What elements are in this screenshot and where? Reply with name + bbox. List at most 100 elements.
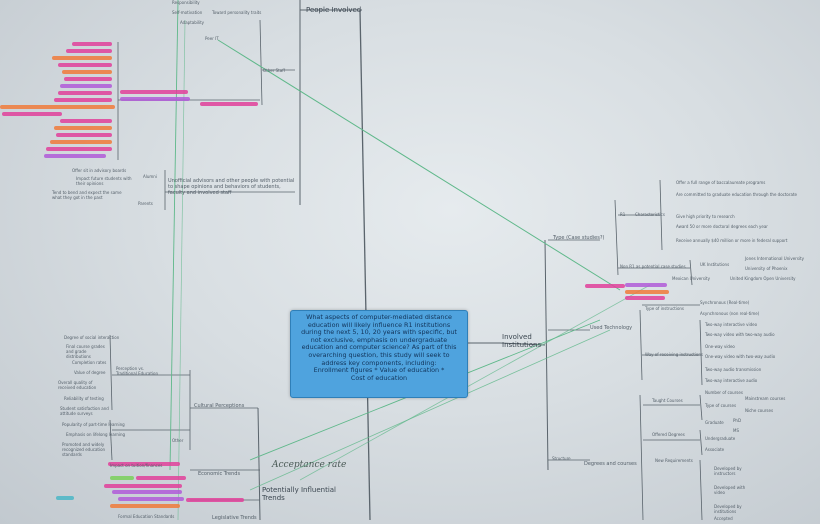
central-question-line: Cost of education [350, 373, 408, 382]
note-req-item: Developed by institutions [714, 504, 742, 514]
note-self-motivation: Self-motivation [172, 10, 203, 15]
highlight [58, 63, 112, 67]
branch-type-case-studies: Type (Case studies?) [553, 235, 605, 241]
note-personality: Toward personality traits [212, 10, 262, 15]
note-mainstream: Mainstream courses [745, 396, 786, 401]
note-tech-item: Two-way interactive video [705, 322, 758, 327]
note-number-of-courses: Number of courses [705, 390, 743, 395]
note-student-satisfaction: Student satisfaction and attitude survey… [60, 406, 109, 416]
note-parents: Parents [138, 201, 153, 206]
note-req-item: Accepted [714, 516, 733, 521]
note-final-grades: Final course grades and grade distributi… [66, 344, 105, 359]
highlight [50, 140, 112, 144]
central-question-line: during the next 5, 10, 20 years with spe… [301, 328, 457, 337]
highlight [0, 105, 115, 109]
highlight [120, 90, 188, 94]
central-question-line: address key components, including: [321, 358, 437, 367]
note-uk-item: University of Phoenix [745, 266, 788, 271]
highlight [72, 42, 112, 46]
note-responsibility: Responsibility [172, 0, 200, 5]
branch-cultural-perceptions: Cultural Perceptions [194, 403, 245, 409]
branch-used-technology: Used Technology [590, 325, 633, 331]
highlight [136, 476, 186, 480]
note-new-requirements: New Requirements [655, 458, 693, 463]
note-characteristics: Characteristics [635, 212, 665, 217]
note-associate: Associate [705, 447, 725, 452]
highlight [64, 77, 112, 81]
highlight [46, 147, 112, 151]
branch-potentially-influential-trends: Potentially Influential Trends [262, 486, 336, 502]
note-phd: PhD [733, 418, 742, 423]
highlight [62, 70, 112, 74]
central-question-line: education will likely influence R1 insti… [307, 320, 451, 329]
branch-structure: Structure [552, 456, 571, 461]
note-char-item: Give high priority to research [676, 214, 735, 219]
note-type-of-courses: Type of courses [705, 403, 737, 408]
note-alumni: Alumni [143, 174, 157, 179]
note-taught-courses: Taught Courses [652, 398, 683, 403]
note-char-item: Award 50 or more doctoral degrees each y… [676, 224, 768, 229]
note-tech-item: One-way video with two-way audio [705, 354, 776, 359]
highlight [186, 498, 244, 502]
central-question-line: Enrollment figures * Value of education … [313, 366, 445, 375]
note-reliability: Reliability of testing [64, 396, 104, 401]
note-niche: Niche courses [745, 408, 774, 413]
note-char-item: Receive annually $40 million or more in … [676, 238, 788, 243]
note-asynchronous: Asynchronous (non real-time) [700, 311, 760, 316]
highlight [110, 504, 180, 508]
highlight [120, 97, 190, 101]
branch-legislative-trends: Legislative Trends [212, 515, 257, 521]
highlight [200, 102, 258, 106]
highlight [58, 91, 112, 95]
note-peer-it: Peer IT [205, 36, 219, 41]
branch-people-involved: People Involved [306, 6, 362, 14]
highlight [108, 462, 180, 466]
note-formal-education: Formal Education Standards [118, 514, 175, 519]
note-tech-item: Two-way video with two-way audio [705, 332, 775, 337]
note-uk-item: Jones International University [745, 256, 804, 261]
note-r1: R1 [620, 212, 626, 217]
central-question-line: What aspects of computer-mediated distan… [306, 313, 452, 321]
note-tend-to-bend: Tend to bend and expect the same what th… [52, 190, 122, 200]
note-req-item: Developed with video [714, 485, 746, 495]
note-ms: MS [733, 428, 739, 433]
note-synchronous: Synchronous (Real-time) [700, 300, 750, 305]
note-types-of-instruction: Type of instructions [645, 306, 685, 311]
central-question-line: overarching question, this study will se… [308, 350, 450, 359]
central-question-box: What aspects of computer-mediated distan… [290, 310, 468, 398]
highlight [52, 56, 112, 60]
note-undergraduate: Undergraduate [705, 436, 736, 441]
note-char-item: Are committed to graduate education thro… [676, 192, 798, 197]
note-other: Other [172, 438, 184, 443]
note-overall-quality: Overall quality of received education [58, 380, 97, 390]
highlight [60, 84, 112, 88]
highlight [60, 119, 112, 123]
central-question-line: education and computer science? As part … [301, 343, 457, 352]
branch-economic-trends: Economic Trends [198, 471, 241, 477]
note-mexican-university: Mexican University [672, 276, 710, 281]
note-graduate: Graduate [705, 420, 724, 425]
note-degree-social: Degree of social interaction [64, 335, 120, 340]
highlight [54, 126, 112, 130]
note-completion-rates: Completion rates [72, 360, 107, 365]
note-emphasis: Emphasis on lifelong learning [66, 432, 126, 437]
highlight [104, 484, 182, 488]
note-unofficial-advisors: Unofficial advisors and other people wit… [168, 178, 295, 196]
note-popularity: Popularity of part-time learning [62, 422, 125, 427]
branch-other-staff: Other Staff [263, 68, 285, 73]
note-promoted: Promoted and widely recognized education… [62, 442, 106, 457]
note-adaptability: Adaptability [180, 20, 205, 25]
note-char-item: Offer a full range of baccalaureate prog… [676, 180, 766, 185]
note-non-r1: Non R1 as potential case studies [620, 264, 686, 269]
highlight [625, 296, 665, 300]
highlight [110, 476, 134, 480]
highlight [2, 112, 62, 116]
note-impact-on-tuition: Impact on tuition/finances [110, 463, 163, 468]
note-offer-advisory: Offer sit in advisory boards [72, 168, 127, 173]
note-uk-institutions: UK Institutions [700, 262, 730, 267]
highlight [585, 284, 625, 288]
highlight [56, 496, 74, 500]
note-tech-item: Two-way audio transmission [705, 367, 762, 372]
